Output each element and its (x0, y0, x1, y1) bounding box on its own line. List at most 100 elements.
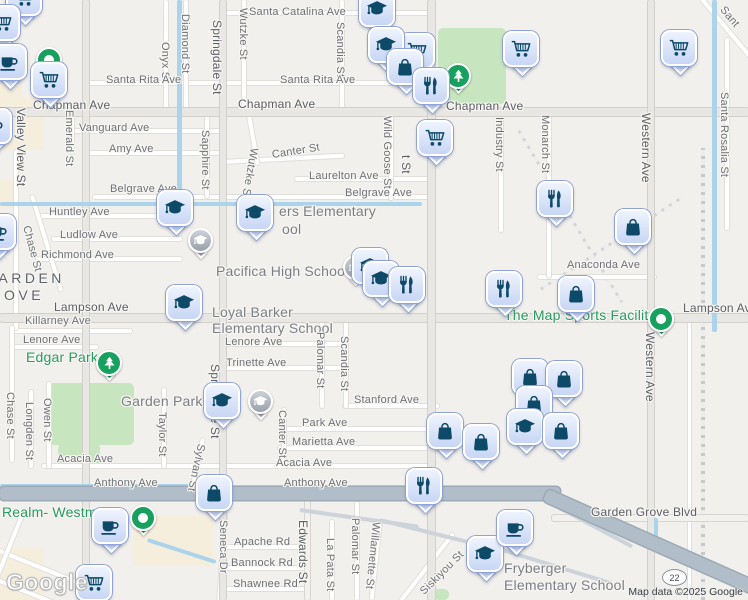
map-attribution: Map data ©2025 Google (628, 586, 743, 598)
grocery-cart-marker[interactable] (417, 120, 453, 166)
marker-body (497, 510, 533, 546)
railroad-line (701, 148, 705, 600)
grocery-cart-marker[interactable] (0, 5, 20, 51)
shopping-bag-marker[interactable] (427, 413, 463, 459)
marker-body (196, 475, 232, 511)
street-label: Santa Rita Ave (106, 74, 182, 86)
marker-body (0, 5, 20, 41)
school-marker[interactable] (188, 228, 213, 260)
street-label: Onyx St (159, 42, 171, 83)
street-label: t St (399, 155, 413, 174)
place-marker[interactable] (648, 306, 674, 337)
park-tree-icon (101, 355, 118, 372)
coffee-marker[interactable] (92, 508, 128, 554)
water-channel (0, 202, 422, 206)
dot-icon (656, 314, 666, 324)
place-label: Fryberger (504, 560, 567, 576)
street-label: Palomar St (349, 518, 361, 575)
restaurant-marker[interactable] (406, 468, 442, 514)
park-tree-marker[interactable] (96, 350, 122, 381)
restaurant-marker[interactable] (537, 181, 573, 227)
marker-body (166, 285, 202, 321)
street-label: Monarch St (539, 115, 551, 174)
shopping-bag-marker[interactable] (546, 361, 582, 407)
marker-body (237, 195, 273, 231)
grocery-cart-icon (510, 38, 532, 60)
street-label: Huntley Ave (49, 206, 110, 218)
street-label: Trinette Ave (226, 357, 287, 369)
street-label: Anaconda Ave (567, 259, 641, 271)
city-area-label: GARDEN (0, 270, 65, 286)
park-place-label: Realm- Westm (2, 504, 97, 520)
road (688, 318, 691, 600)
coffee-marker[interactable] (497, 510, 533, 556)
shopping-bag-marker[interactable] (558, 276, 594, 322)
restaurant-marker[interactable] (486, 271, 522, 317)
school-marker[interactable] (166, 285, 202, 331)
road (220, 0, 226, 600)
marker-body (359, 0, 395, 27)
street-label: Wutzke St (237, 8, 249, 60)
road (42, 464, 432, 468)
coffee-marker[interactable] (0, 214, 16, 260)
school-marker[interactable] (157, 190, 193, 236)
marker-body (546, 361, 582, 397)
road (428, 0, 435, 600)
place-marker[interactable] (130, 505, 156, 536)
road (10, 326, 14, 462)
street-label: Marietta Ave (292, 436, 356, 448)
grocery-cart-icon (38, 69, 60, 91)
grocery-cart-marker[interactable] (76, 565, 112, 600)
road (330, 520, 334, 600)
road (164, 0, 168, 110)
road (320, 316, 324, 408)
road (226, 545, 306, 549)
road (47, 382, 51, 468)
street-label: Emerald St (63, 110, 75, 167)
marker-body (503, 31, 539, 67)
street-label: La Pata St (324, 538, 336, 592)
place-label: ers Elementary (279, 203, 376, 219)
school-marker[interactable] (507, 409, 543, 455)
school-icon (211, 390, 233, 412)
street-label: Taylor St (156, 412, 168, 457)
road (725, 38, 729, 230)
freeway-22 (0, 487, 560, 500)
grocery-cart-marker[interactable] (661, 30, 697, 76)
coffee-icon (0, 115, 5, 137)
school-marker[interactable] (204, 383, 240, 429)
grocery-cart-marker[interactable] (503, 31, 539, 77)
school-marker[interactable] (359, 0, 395, 37)
marker-body (248, 389, 273, 414)
street-label: Western Ave (639, 113, 653, 183)
coffee-marker[interactable] (0, 44, 27, 90)
school-marker[interactable] (237, 195, 273, 241)
coffee-icon (0, 221, 9, 243)
restaurant-marker[interactable] (413, 68, 449, 114)
shopping-bag-marker[interactable] (463, 424, 499, 470)
street-label: Ludlow Ave (60, 229, 119, 241)
school-marker[interactable] (248, 389, 273, 421)
google-logo[interactable]: Google (5, 569, 89, 596)
restaurant-marker[interactable] (389, 267, 425, 313)
shopping-bag-marker[interactable] (196, 475, 232, 521)
highway-22-number: 22 (669, 572, 680, 583)
shopping-bag-marker[interactable] (543, 413, 579, 459)
street-label: Santa Catalina Ave (249, 6, 346, 18)
street-label: Palomar St (314, 332, 326, 389)
park-tree-marker[interactable] (445, 63, 471, 94)
street-label: Lenore Ave (23, 334, 81, 346)
shopping-bag-marker[interactable] (615, 209, 651, 255)
street-label: Bannock Rd (231, 557, 293, 569)
coffee-marker[interactable] (0, 108, 12, 154)
grocery-cart-marker[interactable] (31, 62, 67, 108)
park-area (433, 589, 449, 600)
school-marker[interactable] (467, 536, 503, 582)
street-label: Seneca Dr (217, 520, 229, 574)
road (83, 0, 89, 600)
road (36, 257, 182, 261)
school-icon (193, 233, 208, 248)
street-label: Apache Rd (234, 536, 291, 548)
street-label: Belgrave Ave (345, 187, 413, 199)
